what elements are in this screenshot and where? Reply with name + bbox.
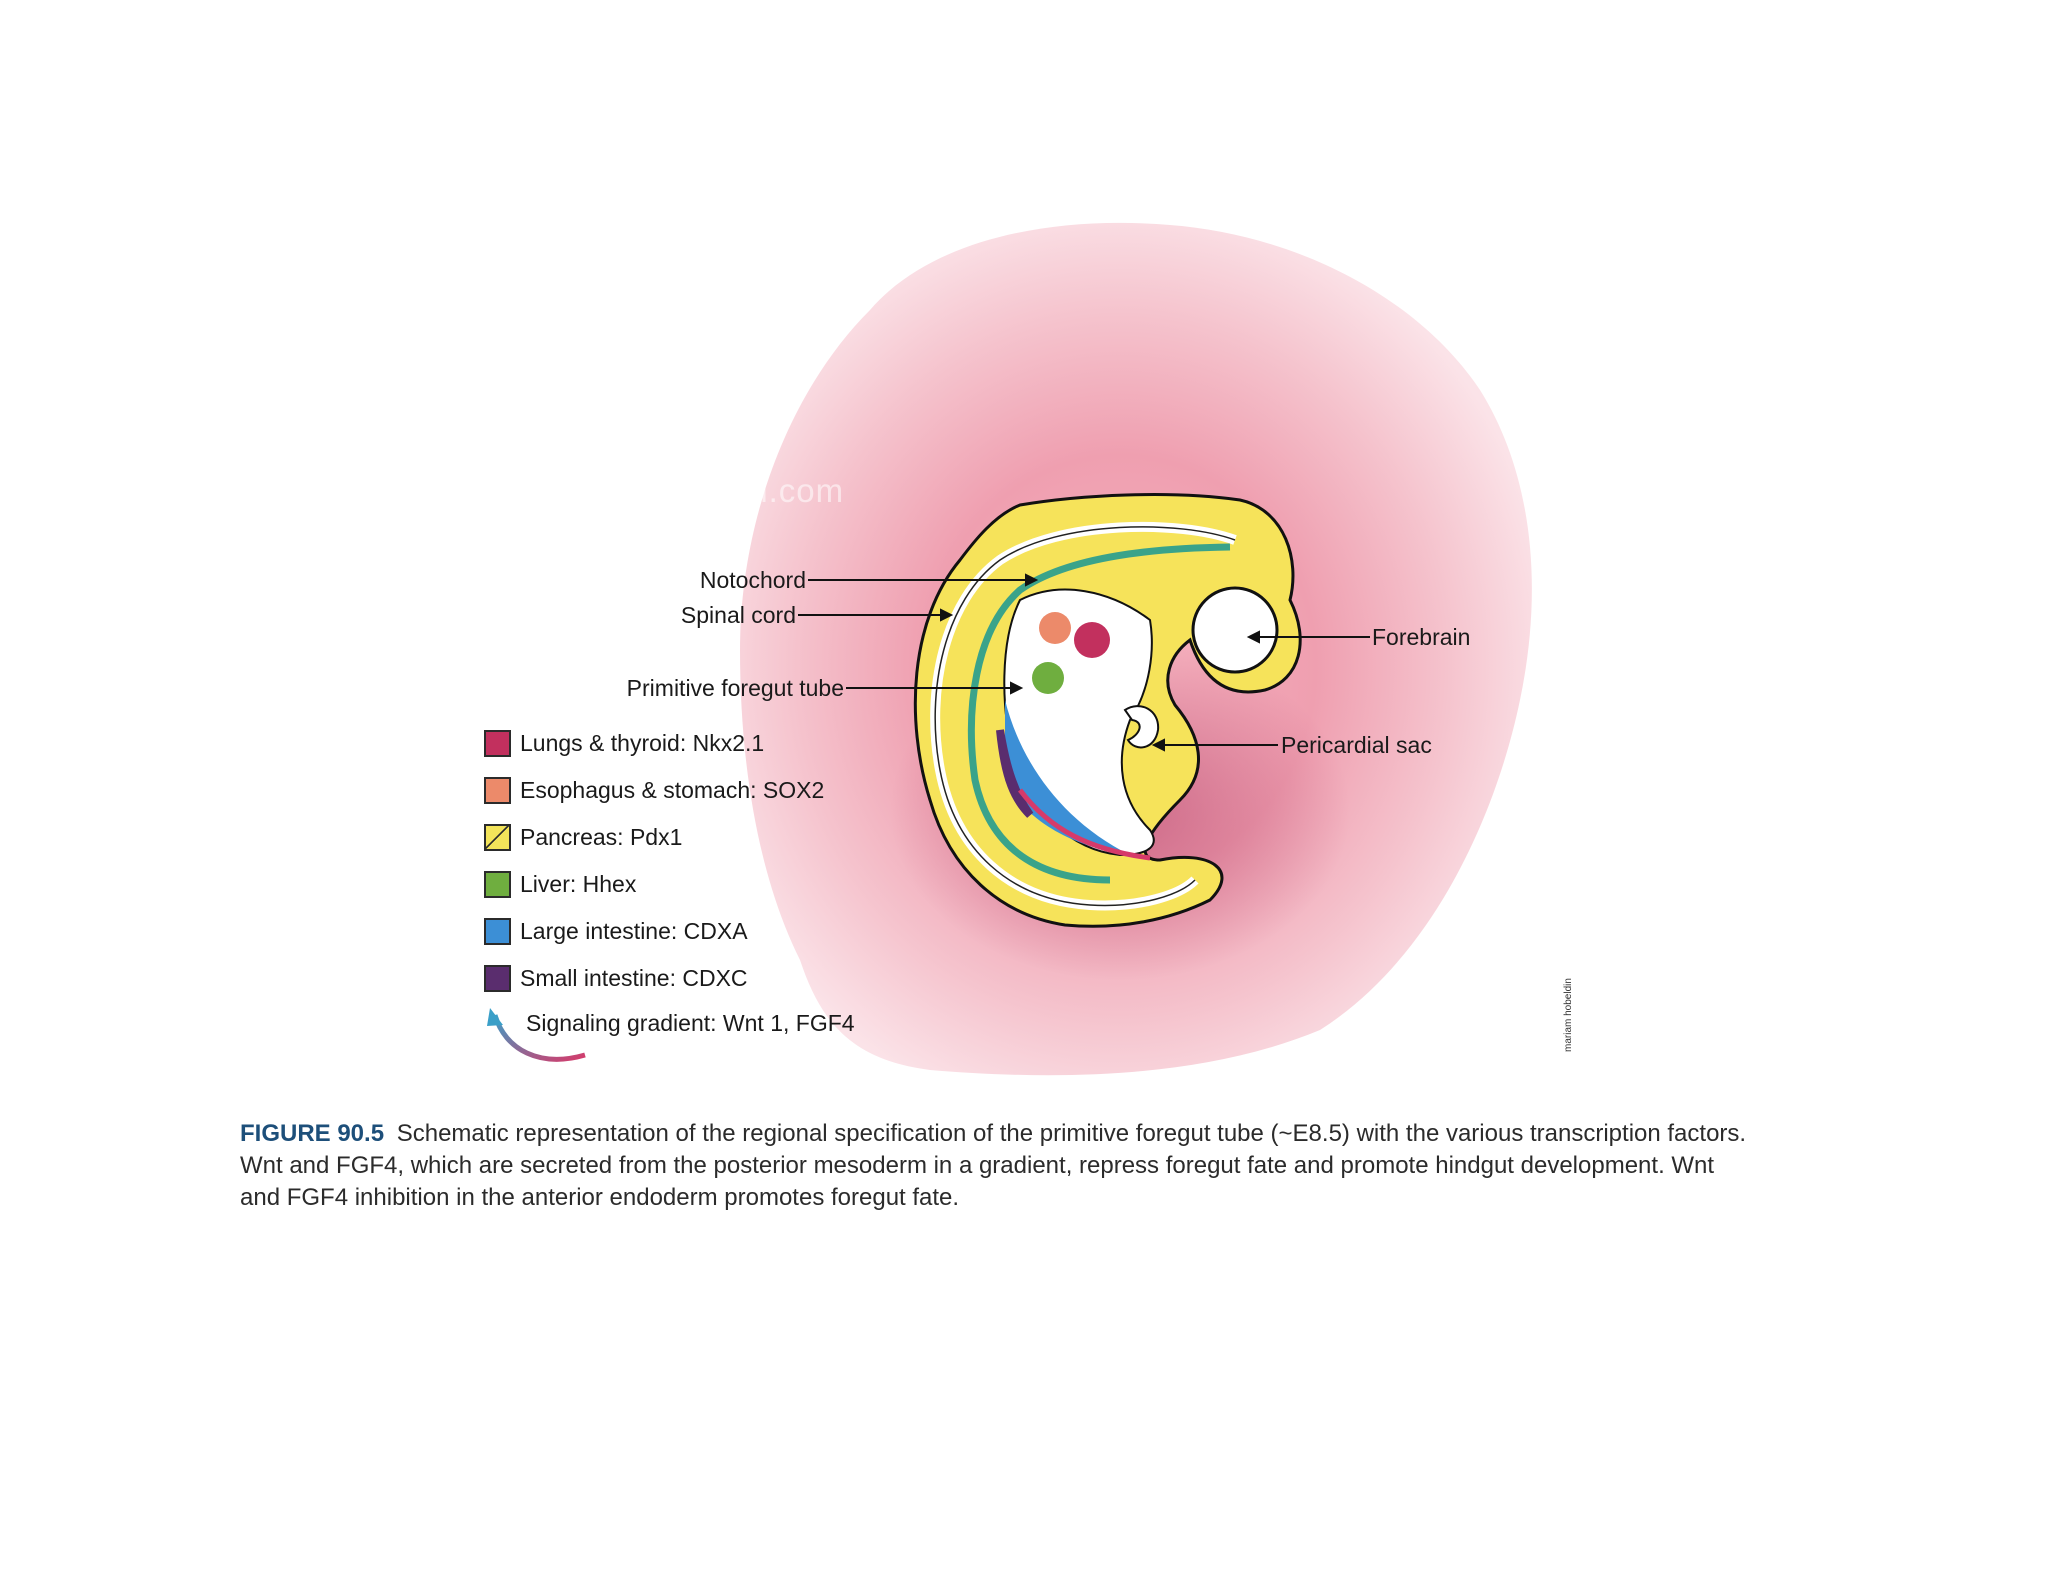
legend-item-large-intestine: Large intestine: CDXA (484, 915, 748, 947)
notochord-stripe (968, 543, 1231, 884)
legend-item-signaling: Signaling gradient: Wnt 1, FGF4 (526, 1007, 855, 1039)
primitive-foregut-tube-label: Primitive foregut tube (626, 675, 844, 701)
forebrain-shape (1191, 586, 1279, 674)
legend-item-esophagus: Esophagus & stomach: SOX2 (484, 774, 824, 806)
spinal-cord-label: Spinal cord (680, 602, 796, 628)
figure-caption: FIGURE 90.5 Schematic representation of … (240, 1118, 1760, 1214)
esophagus-swatch (484, 776, 511, 804)
legend-text: Liver: Hhex (520, 871, 637, 897)
esophagus-domain (1039, 612, 1071, 644)
spinal-cord-arrowhead (940, 608, 954, 622)
signaling-gradient-arrow (492, 1014, 586, 1062)
spinal-cord-line (934, 526, 1236, 907)
signaling-gradient-arrowhead (487, 1008, 503, 1026)
pericardial-arrowhead (1151, 738, 1165, 752)
gradient-stripe (1018, 788, 1151, 861)
legend-item-pancreas: Pancreas: Pdx1 (484, 821, 682, 853)
legend-text: Signaling gradient: Wnt 1, FGF4 (526, 1010, 855, 1036)
forebrain-label: Forebrain (1372, 624, 1471, 650)
watermark: AfraTafreeh.com (587, 472, 845, 509)
artist-signature: mariam hobeldin (1563, 978, 1574, 1052)
notochord-arrowhead (1025, 573, 1039, 587)
forebrain-arrowhead (1246, 630, 1260, 644)
pancreas-swatch (484, 823, 511, 851)
lungs-domain (1074, 622, 1110, 658)
caption-text: Schematic representation of the regional… (240, 1120, 1747, 1211)
legend-item-lungs: Lungs & thyroid: Nkx2.1 (484, 727, 764, 759)
legend-item-small-intestine: Small intestine: CDXC (484, 962, 748, 994)
legend-text: Lungs & thyroid: Nkx2.1 (520, 730, 765, 756)
large-intestine-domain (1005, 700, 1130, 855)
liver-domain (1032, 662, 1064, 694)
legend-item-liver: Liver: Hhex (484, 868, 636, 900)
legend-text: Small intestine: CDXC (520, 965, 748, 991)
leader-lines (798, 573, 1370, 752)
liver-swatch (484, 870, 511, 898)
notochord-label: Notochord (699, 567, 806, 593)
lungs-swatch (484, 729, 511, 757)
figure-number: FIGURE 90.5 (240, 1120, 385, 1147)
legend-text: Pancreas: Pdx1 (520, 824, 683, 850)
small-intestine-swatch (484, 964, 511, 992)
foregut-arrowhead (1010, 681, 1024, 695)
legend-text: Esophagus & stomach: SOX2 (520, 777, 825, 803)
legend-text: Large intestine: CDXA (520, 918, 748, 944)
large-intestine-swatch (484, 917, 511, 945)
pericardial-sac-shape (1123, 705, 1160, 749)
pericardial-sac-label: Pericardial sac (1281, 732, 1432, 758)
small-intestine-domain (996, 729, 1034, 818)
